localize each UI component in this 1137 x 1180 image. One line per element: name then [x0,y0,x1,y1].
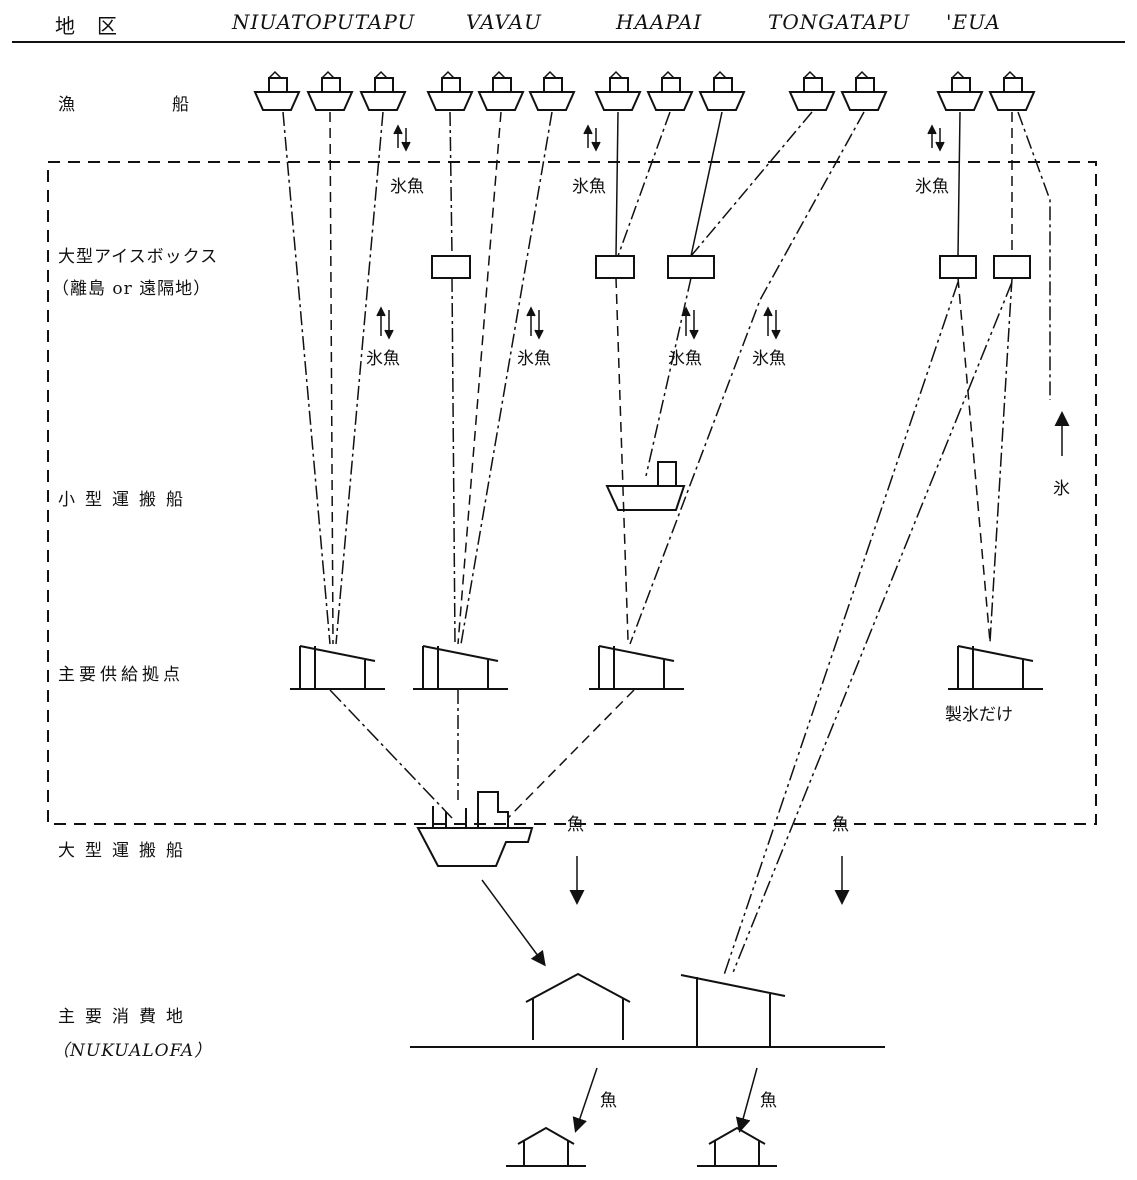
large-carrier-ship-icon [418,792,532,866]
fishing-boat-icons [255,72,1034,110]
flow-lines [283,112,1050,975]
domestic-boundary [48,162,1096,824]
supply-base-icons [290,646,1043,689]
consumption-center-icons [410,974,885,1047]
direction-arrows [482,414,1062,1130]
ice-fish-exchange-arrows [377,126,944,338]
ice-box-icons [432,256,1030,278]
small-carrier-ship-icon [607,462,684,510]
retail-house-icons [506,1128,777,1166]
